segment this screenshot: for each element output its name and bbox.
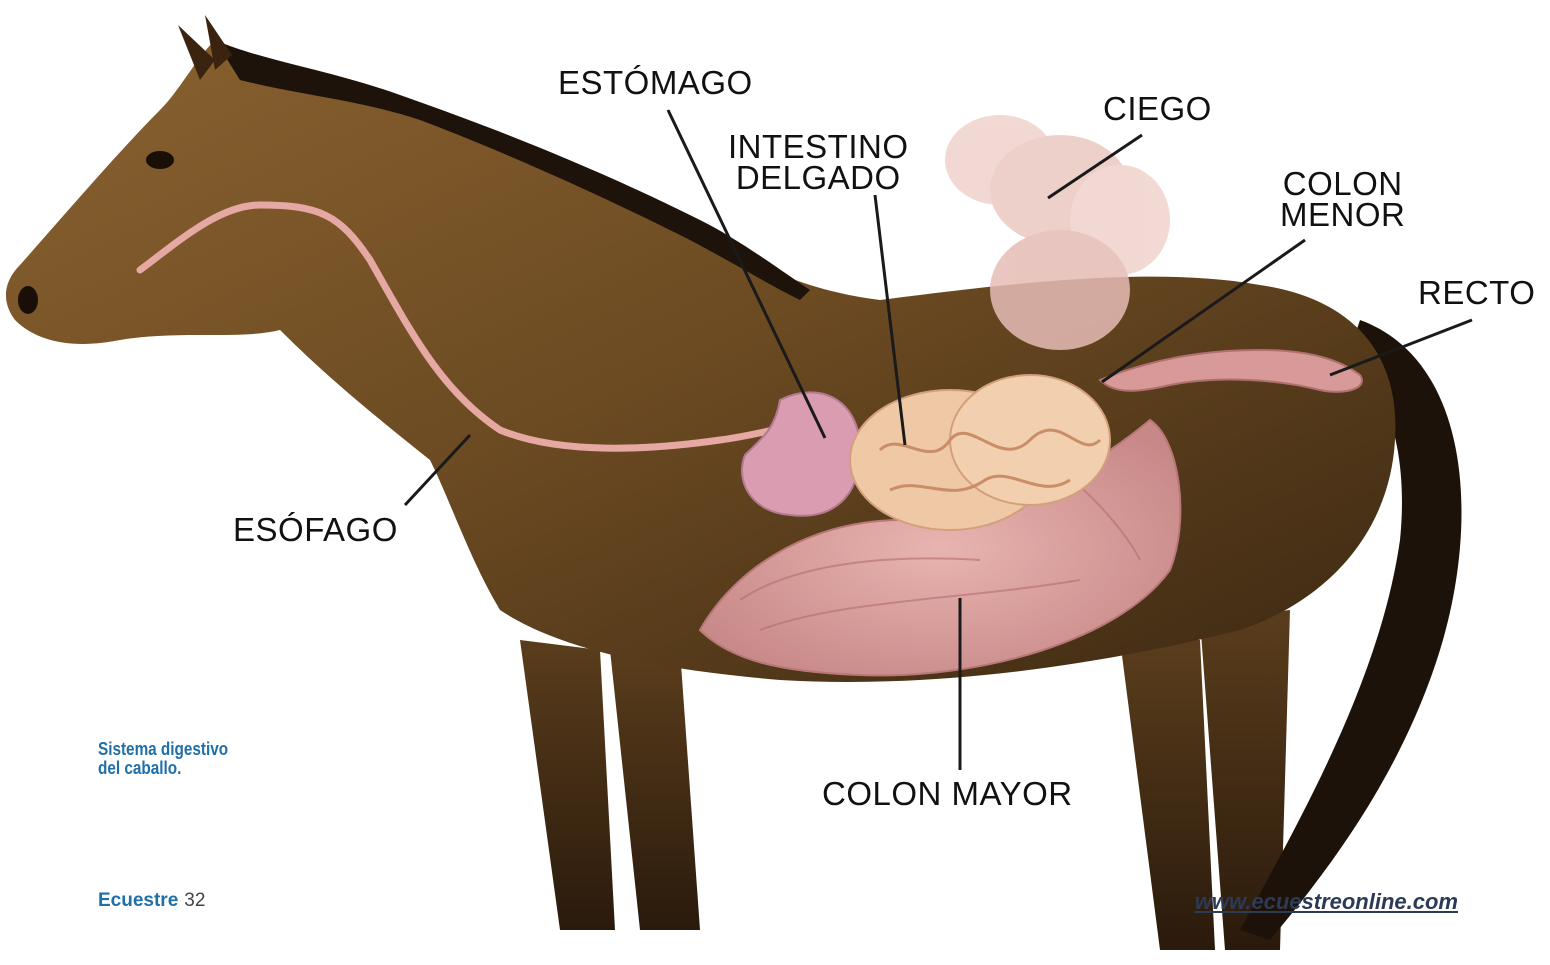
- website-link[interactable]: www.ecuestreonline.com: [1195, 891, 1458, 913]
- label-estomago: ESTÓMAGO: [558, 66, 753, 99]
- label-ciego: CIEGO: [1103, 92, 1212, 125]
- caption-line-1: Sistema digestivo: [98, 740, 228, 759]
- label-colon-menor: COLON MENOR: [1280, 168, 1405, 231]
- label-recto: RECTO: [1418, 276, 1535, 309]
- label-intestino: INTESTINO: [728, 131, 909, 162]
- label-intestino-delgado: INTESTINO DELGADO: [728, 131, 909, 194]
- horse-nostril: [18, 286, 38, 314]
- label-menor: MENOR: [1280, 199, 1405, 230]
- magazine-name: Ecuestre: [98, 890, 178, 911]
- label-delgado: DELGADO: [728, 162, 909, 193]
- figure-caption: Sistema digestivo del caballo.: [98, 740, 228, 778]
- label-colon: COLON: [1280, 168, 1405, 199]
- label-esofago: ESÓFAGO: [233, 513, 398, 546]
- page-footer: Ecuestre 32: [98, 891, 205, 910]
- label-colon-mayor: COLON MAYOR: [822, 777, 1073, 810]
- page-number: 32: [184, 890, 205, 911]
- caption-line-2: del caballo.: [98, 759, 228, 778]
- horse-eye: [146, 151, 174, 169]
